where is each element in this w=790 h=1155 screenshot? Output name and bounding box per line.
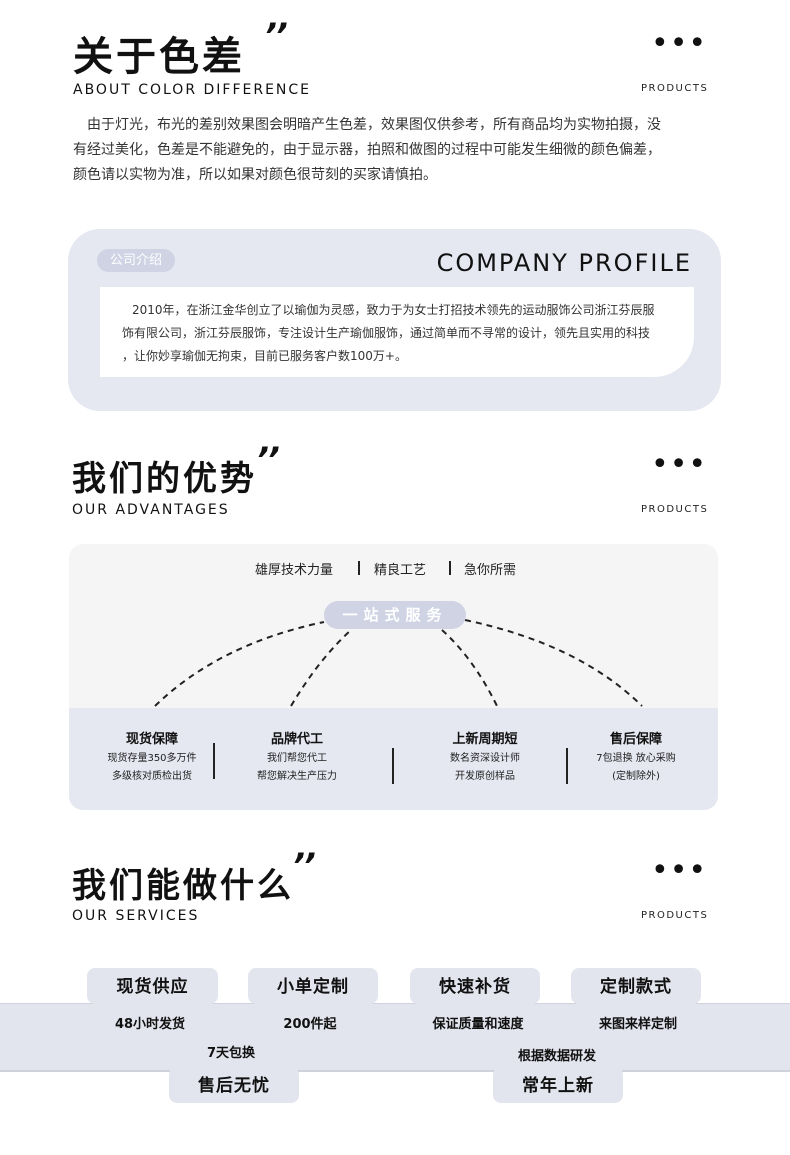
company-profile-title: COMPANY PROFILE [436,249,692,277]
connector-arcs [154,619,643,707]
about-paragraph-line-2: 有经过美化，色差是不能避免的，由于显示器，拍照和做图的过程中可能发生细微的颜色偏… [73,142,661,158]
advantage-col-line: 我们帮您代工 [267,753,327,764]
company-text-box [100,287,694,377]
column-divider [392,748,394,784]
company-text-line-2: 饰有限公司，浙江芬辰服饰，专注设计生产瑜伽服饰，通过简单而不寻常的设计，领先且实… [122,326,651,340]
advantage-col-line: 开发原创样品 [455,771,515,782]
service-pill-1: 现货供应 [87,968,218,1004]
more-dots-icon: ••• [651,447,708,482]
services-subtitle: OUR SERVICES [72,908,200,924]
advantage-col-line: 现货存量350多万件 [107,753,197,764]
service-text-2: 200件起 [283,1017,337,1032]
about-quote-mark: ’’ [264,16,288,56]
advantage-top-item-3: 急你所需 [464,563,517,578]
advantages-title: 我们的优势 [72,459,257,499]
service-text-5: 7天包换 [206,1046,256,1061]
more-dots-icon: ••• [651,853,708,888]
products-label: PRODUCTS [641,504,709,515]
service-pill-6: 常年上新 [493,1067,623,1103]
service-text-3: 保证质量和速度 [432,1017,524,1032]
company-tag: 公司介绍 [97,249,175,272]
company-text-line-1: 2010年，在浙江金华创立了以瑜伽为灵感，致力于为女士打招技术领先的运动服饰公司… [132,303,655,317]
advantage-col-line: 7包退换 放心采购 [596,753,676,764]
about-subtitle: ABOUT COLOR DIFFERENCE [73,82,312,98]
advantage-col-title-1: 现货保障 [125,732,178,747]
services-band [0,1003,790,1072]
advantage-col-line: 多级核对质检出货 [112,771,192,782]
advantage-top-item-2: 精良工艺 [374,563,427,578]
advantage-col-text-1: 现货存量350多万件 多级核对质检出货 [77,750,227,786]
company-text: 2010年，在浙江金华创立了以瑜伽为灵感，致力于为女士打招技术领先的运动服饰公司… [122,299,682,368]
service-pill-2: 小单定制 [248,968,378,1004]
advantage-col-title-4: 售后保障 [609,732,662,747]
services-title: 我们能做什么 [72,866,294,906]
service-pill-3: 快速补货 [410,968,540,1004]
service-text-1: 48小时发货 [114,1017,186,1032]
column-divider [566,748,568,784]
service-pill-5: 售后无忧 [169,1067,299,1103]
service-text-6: 根据数据研发 [517,1049,596,1064]
about-title: 关于色差 [73,34,245,80]
more-dots-icon: ••• [651,26,708,61]
advantages-quote-mark: ’’ [256,440,280,480]
advantage-col-text-4: 7包退换 放心采购 (定制除外) [561,750,711,786]
advantage-col-line: 帮您解决生产压力 [257,771,337,782]
company-text-line-3: ，让你妙享瑜伽无拘束，目前已服务客户数100万+。 [122,349,407,363]
services-quote-mark: ’’ [292,846,316,886]
advantages-subtitle: OUR ADVANTAGES [72,502,230,518]
products-label: PRODUCTS [641,910,709,921]
separator [358,561,360,575]
advantage-col-text-3: 数名资深设计师 开发原创样品 [410,750,560,786]
connector-arc-1 [154,621,325,707]
column-divider [213,743,215,779]
advantage-col-text-2: 我们帮您代工 帮您解决生产压力 [222,750,372,786]
connector-arc-4 [464,619,643,707]
advantage-col-line: 数名资深设计师 [450,753,520,764]
advantage-top-item-1: 雄厚技术力量 [255,563,334,578]
service-pill-4: 定制款式 [571,968,701,1004]
advantage-col-line: (定制除外) [612,771,660,782]
service-text-4: 来图来样定制 [598,1017,677,1032]
connector-arc-2 [290,629,352,707]
about-paragraph-line-3: 颜色请以实物为准，所以如果对颜色很苛刻的买家请慎拍。 [73,167,437,183]
advantage-col-title-3: 上新周期短 [452,732,518,747]
one-stop-service-badge: 一站式服务 [324,601,466,629]
separator [449,561,451,575]
advantage-col-title-2: 品牌代工 [270,732,323,747]
about-paragraph-line-1: 由于灯光，布光的差别效果图会明暗产生色差，效果图仅供参考，所有商品均为实物拍摄，… [87,117,661,133]
connector-arc-3 [441,629,498,707]
products-label: PRODUCTS [641,83,709,94]
